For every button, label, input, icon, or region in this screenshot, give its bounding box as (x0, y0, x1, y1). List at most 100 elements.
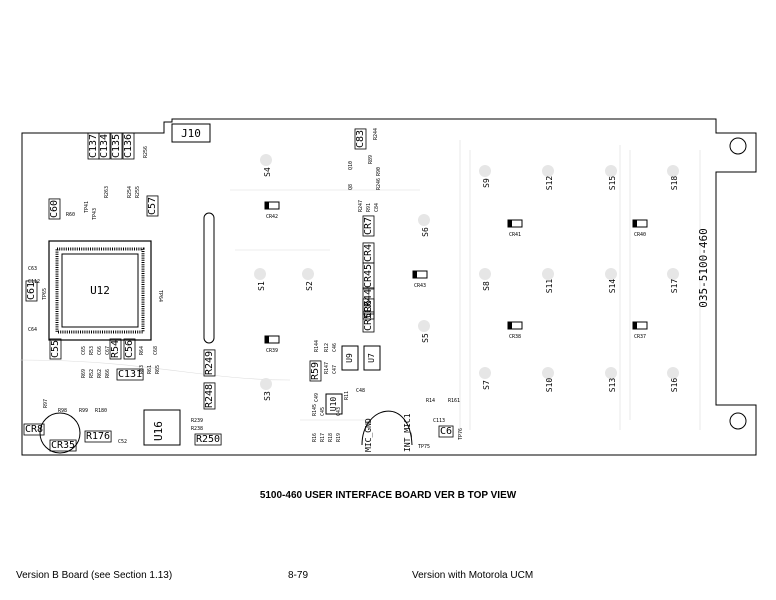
part-label: TP75 (418, 444, 430, 450)
board-outline (21, 118, 757, 456)
led-label: CR43 (414, 283, 426, 289)
switch-s6: S6 (418, 214, 430, 237)
switch-label: S2 (305, 281, 314, 291)
part-r98: R98 (58, 408, 67, 414)
part-label: C48 (356, 388, 365, 394)
footer-page-number: 8-79 (288, 570, 309, 581)
part-label: TP43 (92, 208, 98, 220)
switch-s4: S4 (260, 154, 272, 177)
part-r147: R147 (324, 362, 330, 374)
part-label: R238 (191, 426, 203, 432)
switch-label: S14 (608, 279, 617, 294)
mic-gnd-label: MIC_GND (364, 418, 373, 452)
svg-text:U10: U10 (329, 397, 338, 412)
page-title: 5100-460 USER INTERFACE BOARD VER B TOP … (259, 490, 517, 501)
switch-s15: S15 (605, 165, 617, 190)
part-label: C52 (118, 439, 127, 445)
part-tp43: TP43 (92, 208, 98, 220)
switch-label: S6 (421, 227, 430, 237)
part-label: R246 (376, 178, 382, 190)
switch-s14: S14 (605, 268, 617, 293)
led-label: CR41 (509, 232, 521, 238)
part-c65: C65 (81, 346, 87, 355)
switch-label: S3 (263, 391, 272, 401)
part-r249: R249 (203, 349, 216, 377)
part-r97: R97 (43, 399, 49, 408)
switch-s18: S18 (667, 165, 679, 190)
part-r90: R90 (376, 167, 382, 176)
part-r238: R238 (191, 426, 203, 432)
led-label: CR39 (266, 348, 278, 354)
part-label: C113 (433, 418, 445, 424)
part-c52: C52 (118, 439, 127, 445)
part-r99: R99 (79, 408, 88, 414)
part-r91: R91 (366, 203, 372, 212)
part-label: CR45 (363, 264, 374, 288)
part-label: R61 (147, 365, 153, 374)
part-c48: C48 (356, 388, 365, 394)
part-cr5: CR5 (362, 311, 375, 333)
part-c135: C135 (110, 132, 123, 160)
switch-s7: S7 (479, 367, 491, 390)
footer-right: Version with Motorola UCM (412, 570, 534, 581)
part-cr35: CR35 (49, 439, 77, 452)
part-r65: R65 (155, 365, 161, 374)
part-r256: R256 (143, 146, 149, 158)
led-cr40: CR40 (632, 219, 648, 238)
part-r244: R244 (373, 128, 379, 140)
part-c136: C136 (122, 132, 135, 160)
led-cr42: CR42 (264, 201, 280, 220)
part-r53: R53 (89, 346, 95, 355)
part-label: C134 (99, 134, 110, 158)
part-c134: C134 (98, 132, 111, 160)
part-r62: R62 (97, 369, 103, 378)
part-label: R52 (89, 369, 95, 378)
switch-label: S7 (482, 380, 491, 390)
chip-u10: U10 (325, 393, 343, 415)
part-label: R69 (81, 369, 87, 378)
cr35-outline (39, 412, 81, 454)
part-r248: R248 (203, 382, 216, 410)
switch-s16: S16 (667, 367, 679, 392)
part-r250: R250 (194, 433, 222, 446)
connector-j10-label: J10 (181, 127, 201, 140)
switch-s5: S5 (418, 320, 430, 343)
led-cr39: CR39 (264, 335, 280, 354)
part-label: R176 (86, 431, 110, 442)
part-label: CR4 (363, 244, 374, 262)
part-label: R19 (336, 433, 342, 442)
part-label: TP76 (458, 428, 464, 440)
part-r145: R145 (312, 404, 318, 416)
part-label: R98 (58, 408, 67, 414)
part-label: CR35 (51, 440, 75, 451)
mic-outline (361, 410, 413, 446)
part-r63: R63 (139, 365, 145, 374)
part-c45: C45 (320, 407, 326, 416)
part-r54: R54 (109, 338, 122, 360)
switch-s1: S1 (254, 268, 266, 291)
mounting-hole (729, 137, 747, 155)
svg-text:U7: U7 (367, 353, 376, 363)
led-label: CR37 (634, 334, 646, 340)
chip-u16-label: U16 (152, 421, 165, 441)
part-c131: C131 (116, 368, 144, 381)
part-label: C67 (105, 346, 111, 355)
part-c46: C46 (332, 343, 338, 352)
part-cr8: CR8 (23, 423, 45, 436)
part-label: R59 (310, 362, 321, 380)
part-label: C137 (88, 134, 99, 158)
part-label: R249 (204, 351, 215, 375)
part-label: R99 (79, 408, 88, 414)
chip-u12-label: U12 (90, 284, 110, 297)
part-label: CR8 (25, 424, 43, 435)
part-label: C84 (374, 203, 380, 212)
part-r60: R60 (66, 212, 75, 218)
switch-s2: S2 (302, 268, 314, 291)
part-label: R239 (191, 418, 203, 424)
led-cr37: CR37 (632, 321, 648, 340)
switch-label: S4 (263, 167, 272, 177)
part-q10: Q10 (348, 161, 354, 170)
switch-label: S11 (545, 279, 554, 294)
part-label: CR44 (363, 289, 374, 313)
part-label: C47 (332, 365, 338, 374)
